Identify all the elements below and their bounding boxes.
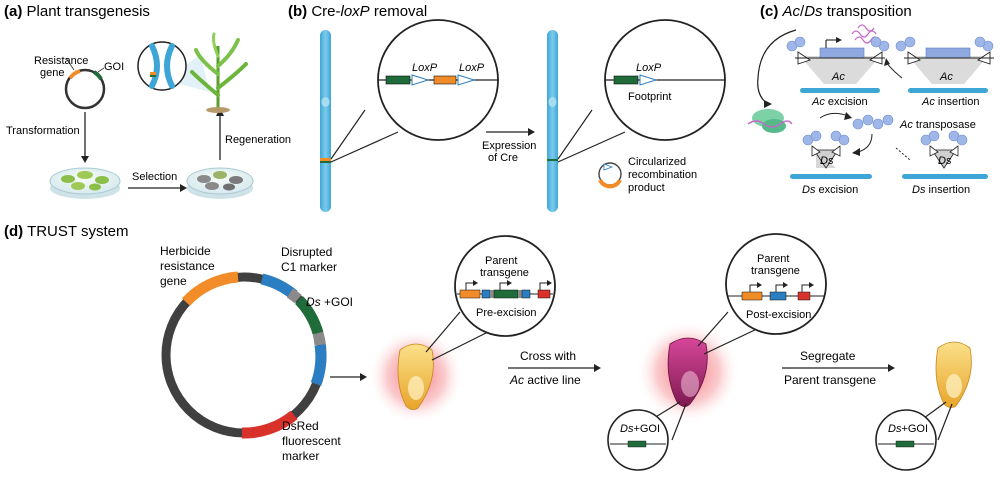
ac-excision-diagram: Ac — [786, 24, 890, 93]
kernel-segregated — [935, 341, 972, 408]
panel-a: (a) Plant transgenesis Resistance gene G… — [4, 3, 291, 199]
plasmid-a-resistance-segment — [68, 69, 81, 80]
disrupted-c1-label: Disrupted — [281, 245, 332, 259]
zoom-circle-post-excision — [725, 233, 827, 335]
chromosome-after — [547, 30, 558, 212]
dsred-label: DsRed — [282, 419, 319, 433]
herbicide-label-3: gene — [160, 274, 187, 288]
plasmid-grey-segment-2 — [312, 331, 326, 346]
goi-box-green — [385, 75, 411, 85]
plasmid-a-goi-segment — [92, 70, 103, 81]
panel-a-title: (a) Plant transgenesis — [4, 3, 150, 20]
ac-transposase-label: Ac transposase — [899, 119, 976, 131]
loxp-label-1: LoxP — [412, 62, 438, 74]
panel-c-title: (c) Ac/Ds transposition — [760, 3, 912, 20]
goi-label-a: GOI — [104, 61, 124, 73]
ds-goi-small-label-2: Ds+GOI — [888, 423, 928, 435]
circularized-product-icon — [598, 162, 622, 189]
segregate-label: Segregate — [800, 349, 856, 363]
dsred-label-3: marker — [282, 449, 319, 463]
cross-with-label: Cross with — [520, 349, 576, 363]
disrupted-c1-label-2: C1 marker — [281, 260, 337, 274]
selection-label: Selection — [132, 171, 177, 183]
expression-of-cre-label-2: of Cre — [488, 152, 518, 164]
goi-box-green-after — [613, 75, 639, 85]
parent-transgene-label-pre-2: transgene — [480, 267, 529, 279]
herbicide-label: Herbicide — [160, 244, 211, 258]
zoom-circle-chromosome — [137, 41, 187, 91]
panel-c: (c) Ac/Ds transposition Ac Ac excision — [747, 3, 994, 196]
zoom-circle-ds-goi-2 — [875, 409, 937, 471]
circularized-label-3: product — [628, 182, 665, 194]
plant-icon — [190, 32, 248, 113]
ds-excision-diagram: Ds — [790, 130, 872, 179]
circularized-label: Circularized — [628, 156, 686, 168]
plasmid-dsred-segment — [241, 410, 298, 439]
ds-label-excision: Ds — [820, 155, 834, 167]
circularized-label-2: recombination — [628, 169, 697, 181]
zoom-circle-pre-excision — [454, 235, 556, 337]
transformation-label: Transformation — [6, 125, 80, 137]
trust-plasmid — [161, 271, 327, 439]
ac-label-insertion: Ac — [939, 71, 953, 83]
loxp-label-2: LoxP — [459, 62, 485, 74]
pre-excision-label: Pre-excision — [476, 307, 537, 319]
parent-transgene-segregate-label: Parent transgene — [784, 373, 876, 387]
ds-goi-label: Ds +GOI — [306, 295, 353, 309]
regeneration-label: Regeneration — [225, 134, 291, 146]
loxp-label-3: LoxP — [636, 62, 662, 74]
ds-insertion-label: Ds insertion — [912, 184, 970, 196]
plasmid-c1-segment-2 — [310, 344, 327, 386]
plasmid-grey-segment — [286, 288, 302, 304]
ac-insertion-diagram: Ac — [895, 36, 994, 93]
expression-of-cre-label: Expression — [482, 140, 536, 152]
parent-transgene-label-post-2: transgene — [751, 265, 800, 277]
panel-d: (d) TRUST system Herbicide resistance ge… — [4, 223, 972, 471]
ds-excision-label: Ds excision — [802, 184, 858, 196]
chromosome-x-icon — [149, 43, 175, 89]
ac-excision-label: Ac excision — [811, 96, 868, 108]
plasmid-herbicide-segment — [181, 271, 239, 306]
panel-b: (b) Cre-loxP removal LoxP LoxP Expressio… — [288, 3, 726, 212]
panel-b-title: (b) Cre-loxP removal — [288, 3, 427, 20]
herbicide-label-2: resistance — [160, 259, 215, 273]
loxp-site-2 — [457, 74, 476, 86]
zoom-circle-ds-goi-1 — [607, 409, 669, 471]
ac-insertion-label: Ac insertion — [921, 96, 979, 108]
resistance-gene-label-2: gene — [40, 67, 64, 79]
resistance-box-orange — [433, 75, 457, 85]
ribosome-icon — [747, 109, 793, 133]
plasmid-c1-segment — [260, 273, 298, 300]
resistance-gene-label: Resistance — [34, 55, 88, 67]
ac-active-line-label: Ac active line — [509, 373, 581, 387]
parent-transgene-label-pre: Parent — [485, 255, 517, 267]
kernel-cross — [636, 320, 740, 424]
loxp-site-remaining — [639, 74, 658, 86]
kernel-parent — [368, 328, 464, 424]
ds-goi-small-label-1: Ds+GOI — [620, 423, 660, 435]
chromosome-before — [320, 30, 331, 212]
petri-dish-regeneration — [186, 167, 254, 199]
ds-insertion-diagram: Ds — [902, 130, 988, 179]
ac-transposase-icon — [852, 114, 894, 130]
plasmid-goi-segment — [294, 296, 324, 335]
parent-transgene-label-post: Parent — [757, 253, 789, 265]
petri-dish-selection — [49, 167, 121, 199]
panel-d-title: (d) TRUST system — [4, 223, 128, 240]
footprint-label: Footprint — [628, 91, 671, 103]
ds-label-insertion: Ds — [938, 155, 952, 167]
loxp-site-1 — [411, 74, 430, 86]
post-excision-label: Post-excision — [746, 309, 811, 321]
ac-label-excision: Ac — [831, 71, 845, 83]
dsred-label-2: fluorescent — [282, 434, 341, 448]
plasmid-a — [64, 68, 106, 110]
